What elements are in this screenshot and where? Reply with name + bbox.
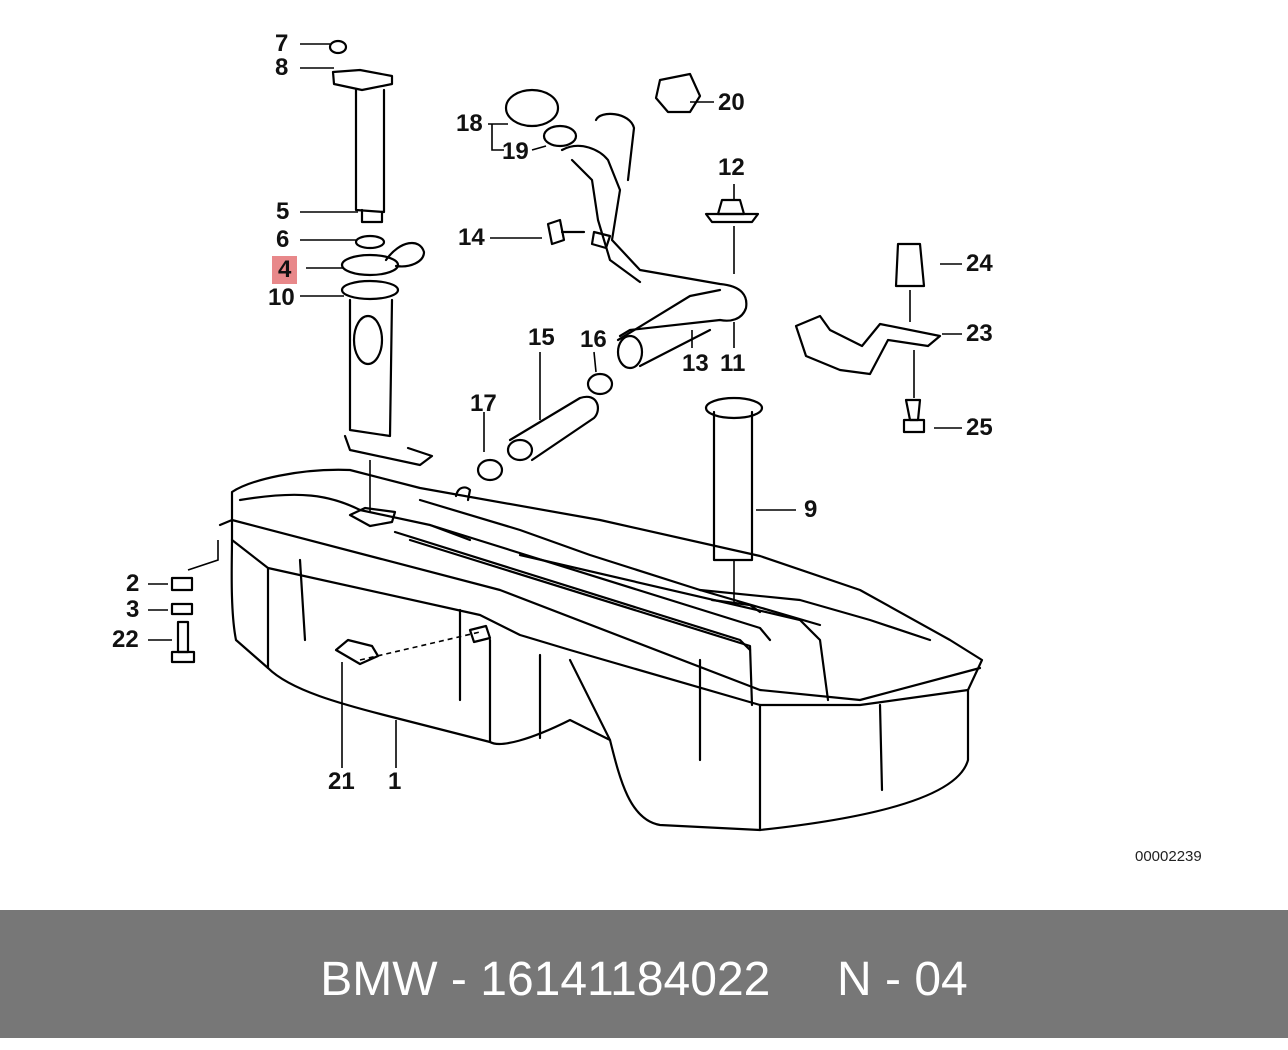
callout-5: 5: [276, 198, 290, 225]
callout-16: 16: [580, 326, 607, 353]
footer-bar: BMW - 16141184022 N - 04: [0, 910, 1288, 1038]
callout-12: 12: [718, 154, 745, 181]
parts-diagram: 7 8 5 6 4 10 18 19 20 12 14 24 23 15 16 …: [112, 30, 1202, 865]
callout-11: 11: [720, 350, 746, 377]
callout-17: 17: [470, 390, 497, 417]
callout-2: 2: [126, 570, 140, 597]
callout-19: 19: [502, 138, 529, 165]
callout-6: 6: [276, 226, 290, 253]
callout-24: 24: [966, 250, 993, 277]
callout-18: 18: [456, 110, 483, 137]
callout-23: 23: [966, 320, 993, 347]
callout-25: 25: [966, 414, 993, 441]
part-number-caption: BMW - 16141184022 N - 04: [320, 953, 968, 1006]
callout-10: 10: [268, 284, 295, 311]
callout-9: 9: [804, 496, 818, 523]
callout-15: 15: [528, 324, 555, 351]
callout-13: 13: [682, 350, 709, 377]
callout-14: 14: [458, 224, 485, 251]
callout-22: 22: [112, 626, 139, 653]
callout-4-highlighted: 4: [272, 256, 298, 284]
diagram-reference-code: 00002239: [1135, 848, 1202, 865]
callout-1: 1: [388, 768, 402, 795]
fuel-tank-illustration: [148, 39, 984, 832]
callout-8: 8: [275, 54, 289, 81]
callout-7: 7: [275, 30, 289, 57]
callout-21: 21: [328, 768, 355, 795]
callout-3: 3: [126, 596, 140, 623]
callout-20: 20: [718, 89, 745, 116]
